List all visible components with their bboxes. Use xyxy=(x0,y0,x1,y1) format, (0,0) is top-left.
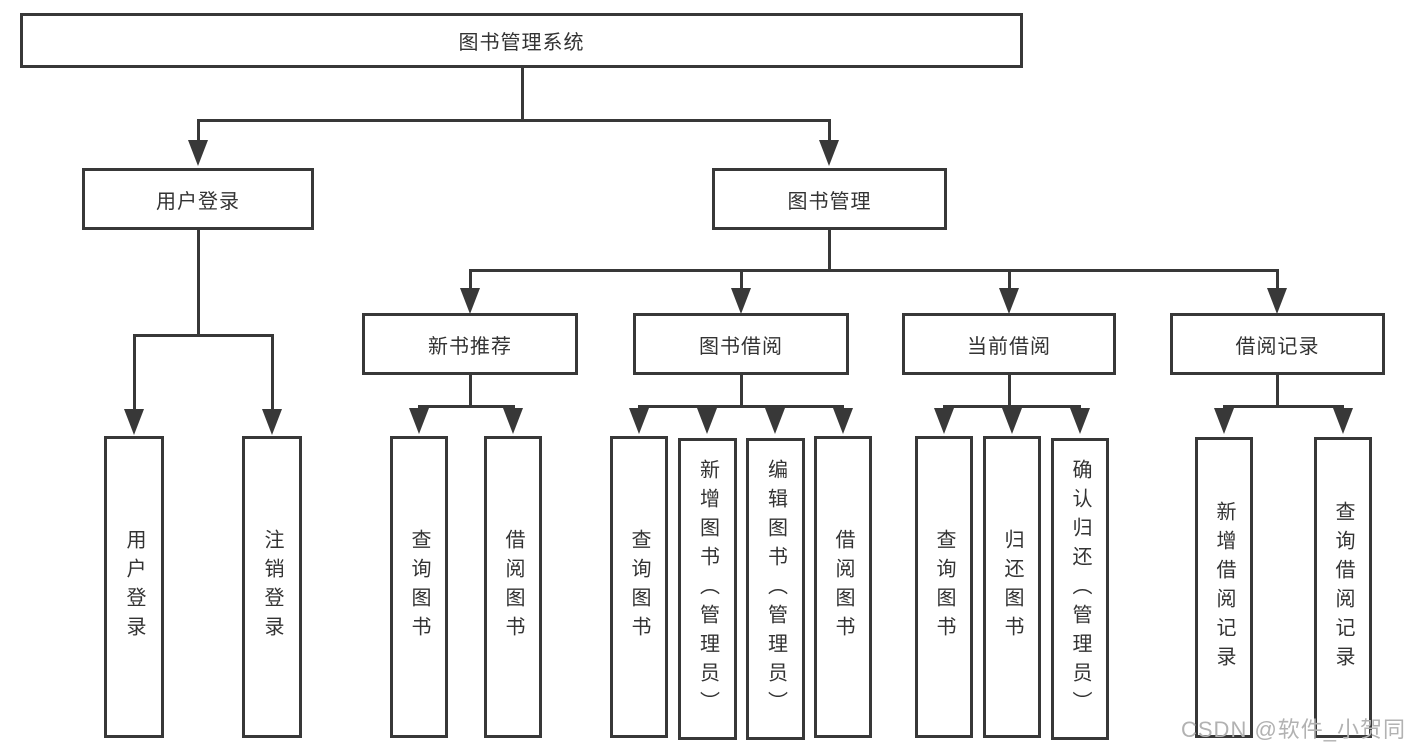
leaf-query-books-rec: 查询图书 xyxy=(390,436,448,738)
node-current-borrow: 当前借阅 xyxy=(902,313,1116,375)
arrow-down xyxy=(1070,408,1090,434)
connector-line xyxy=(521,68,524,121)
node-user-login-label: 用户登录 xyxy=(156,190,240,213)
arrow-down xyxy=(934,408,954,434)
node-borrow-records-label: 借阅记录 xyxy=(1235,335,1320,358)
node-root-label: 图书管理系统 xyxy=(458,32,585,54)
arrow-down xyxy=(819,140,839,166)
arrow-down xyxy=(1267,288,1287,314)
connector-line xyxy=(1276,269,1279,291)
connector-line xyxy=(1008,375,1011,407)
leaf-borrow-books-label: 借阅图书 xyxy=(832,529,854,645)
leaf-add-borrow-record: 新增借阅记录 xyxy=(1195,437,1253,738)
node-book-borrow-label: 图书借阅 xyxy=(699,335,783,358)
leaf-confirm-return-admin: 确认归还（管理员） xyxy=(1051,438,1109,740)
connector-line xyxy=(469,269,472,291)
node-book-mgmt: 图书管理 xyxy=(712,168,947,230)
leaf-return-books-label: 归还图书 xyxy=(1001,529,1023,645)
connector-line xyxy=(828,230,831,271)
arrow-down xyxy=(629,408,649,434)
leaf-add-borrow-record-label: 新增借阅记录 xyxy=(1213,500,1235,675)
node-borrow-records: 借阅记录 xyxy=(1170,313,1385,375)
connector-line xyxy=(197,119,831,122)
node-current-borrow-label: 当前借阅 xyxy=(967,335,1051,358)
arrow-down xyxy=(188,140,208,166)
node-new-book-rec: 新书推荐 xyxy=(362,313,578,375)
leaf-borrow-books-rec: 借阅图书 xyxy=(484,436,542,738)
connector-line xyxy=(197,119,200,142)
leaf-query-books-current: 查询图书 xyxy=(915,436,973,738)
leaf-edit-books-admin-label: 编辑图书（管理员） xyxy=(764,458,787,720)
leaf-user-login-label: 用户登录 xyxy=(123,529,145,645)
leaf-logout-label: 注销登录 xyxy=(261,529,283,645)
arrow-down xyxy=(409,408,429,434)
leaf-edit-books-admin: 编辑图书（管理员） xyxy=(746,438,805,740)
connector-line xyxy=(133,334,136,411)
node-new-book-rec-label: 新书推荐 xyxy=(428,335,512,358)
connector-line xyxy=(740,375,743,407)
connector-line xyxy=(197,230,200,336)
arrow-down xyxy=(765,408,785,434)
connector-line xyxy=(638,405,844,408)
node-book-borrow: 图书借阅 xyxy=(633,313,849,375)
connector-line xyxy=(469,269,1279,272)
connector-line xyxy=(740,269,743,291)
arrow-down xyxy=(124,409,144,435)
leaf-user-login: 用户登录 xyxy=(104,436,164,738)
leaf-confirm-return-admin-label: 确认归还（管理员） xyxy=(1069,458,1091,720)
connector-line xyxy=(943,405,1081,408)
node-root: 图书管理系统 xyxy=(20,13,1023,68)
arrow-down xyxy=(262,409,282,435)
connector-line xyxy=(133,334,274,337)
leaf-logout: 注销登录 xyxy=(242,436,302,738)
connector-line xyxy=(271,334,274,411)
leaf-query-books-current-label: 查询图书 xyxy=(933,529,955,645)
leaf-borrow-books: 借阅图书 xyxy=(814,436,872,738)
arrow-down xyxy=(460,288,480,314)
leaf-borrow-books-rec-label: 借阅图书 xyxy=(502,529,524,645)
arrow-down xyxy=(731,288,751,314)
connector-line xyxy=(1276,375,1279,407)
arrow-down xyxy=(1333,408,1353,434)
watermark: CSDN @软件_小贺同学 xyxy=(1181,717,1405,742)
leaf-query-books-borrow: 查询图书 xyxy=(610,436,668,738)
connector-line xyxy=(1223,405,1344,408)
connector-line xyxy=(418,405,515,408)
connector-line xyxy=(1008,269,1011,291)
leaf-add-books-admin-label: 新增图书（管理员） xyxy=(696,458,719,720)
node-user-login: 用户登录 xyxy=(82,168,314,230)
leaf-query-books-rec-label: 查询图书 xyxy=(408,529,430,645)
connector-line xyxy=(828,119,831,142)
leaf-query-books-borrow-label: 查询图书 xyxy=(628,529,650,645)
arrow-down xyxy=(1214,408,1234,434)
leaf-query-borrow-record-label: 查询借阅记录 xyxy=(1332,500,1354,675)
arrow-down xyxy=(697,408,717,434)
arrow-down xyxy=(833,408,853,434)
leaf-add-books-admin: 新增图书（管理员） xyxy=(678,438,737,740)
arrow-down xyxy=(503,408,523,434)
connector-line xyxy=(469,375,472,407)
arrow-down xyxy=(999,288,1019,314)
arrow-down xyxy=(1002,408,1022,434)
node-book-mgmt-label: 图书管理 xyxy=(787,190,872,213)
leaf-query-borrow-record: 查询借阅记录 xyxy=(1314,437,1372,738)
leaf-return-books: 归还图书 xyxy=(983,436,1041,738)
